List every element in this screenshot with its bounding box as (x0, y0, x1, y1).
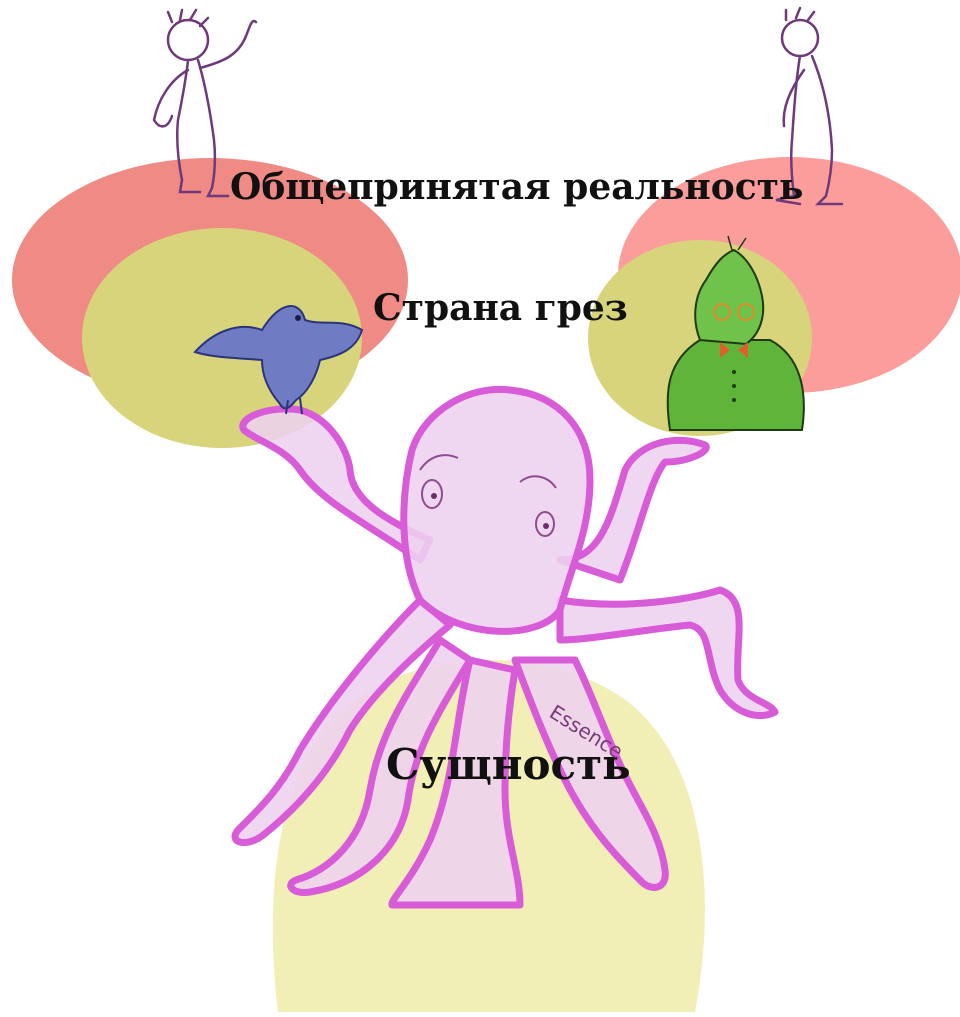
essence-label: Сущность (386, 740, 631, 789)
octopus-right-eye (543, 523, 549, 529)
octopus-left-eye (431, 493, 437, 499)
dreamland-label: Страна грез (373, 287, 628, 329)
consensus-reality-label: Общепринятая реальность (230, 166, 803, 208)
